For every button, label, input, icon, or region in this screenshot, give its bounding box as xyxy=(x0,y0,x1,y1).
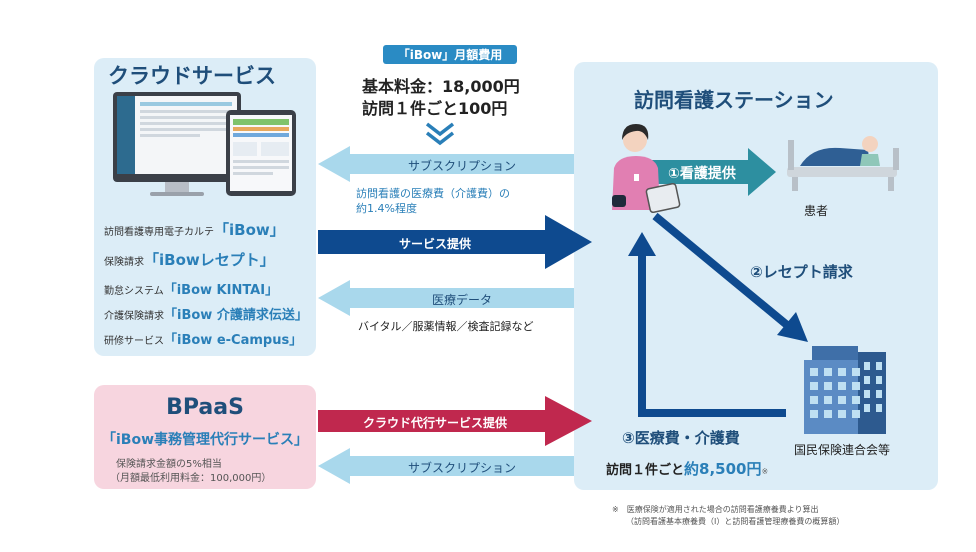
step3-label: ③医療費・介護費 xyxy=(622,429,740,447)
medical-data-note: バイタル／服薬情報／検査記録など xyxy=(358,320,534,333)
subscription-label: サブスクリプション xyxy=(407,159,516,173)
step3-amount: 約8,500円 xyxy=(684,460,762,478)
step3-amount-row: 訪問１件ごと 約8,500円 ※ xyxy=(606,458,768,479)
step3-footnote-mark: ※ xyxy=(761,467,769,476)
patient-bed-icon xyxy=(787,136,899,191)
patient-label: 患者 xyxy=(804,204,829,218)
cloud-proxy-label: クラウド代行サービス提供 xyxy=(362,416,507,430)
service-item-ibow: 訪問看護専用電子カルテ 「iBow」 xyxy=(104,219,285,240)
station-title: 訪問看護ステーション xyxy=(634,88,834,112)
service-desc: 保険請求 xyxy=(104,257,144,268)
subscription-note-line2: 約1.4%程度 xyxy=(356,202,417,215)
service-name: 「iBow」 xyxy=(214,221,285,239)
receipt-claim-arrow xyxy=(652,212,808,342)
subscription-note-line1: 訪問看護の医療費（介護費）の xyxy=(356,187,510,200)
cloud-service-title: クラウドサービス xyxy=(108,64,276,88)
medical-data-arrow xyxy=(318,280,574,316)
footnote-line1: ※ 医療保険が適用された場合の訪問看護療養費より算出 xyxy=(612,505,819,514)
medical-data-label: 医療データ xyxy=(431,293,492,307)
bpaas-fee-line1: 保険請求金額の5%相当 xyxy=(116,459,222,470)
payment-return-arrow xyxy=(628,232,786,417)
building-icon xyxy=(804,346,886,434)
fee-badge-bg xyxy=(383,45,517,64)
cloud-proxy-arrow xyxy=(318,396,592,446)
service-item-ibow-kintai: 勤怠システム 「iBow KINTAI」 xyxy=(104,279,278,298)
subscription2-label: サブスクリプション xyxy=(407,461,516,475)
service-name: 「iBow KINTAI」 xyxy=(163,283,279,298)
service-provision-arrow xyxy=(318,215,592,269)
service-item-ibow-ecampus: 研修サービス 「iBow e-Campus」 xyxy=(104,329,302,348)
bpaas-service-name: 「iBow事務管理代行サービス」 xyxy=(101,432,309,448)
service-name: 「iBow 介護請求伝送」 xyxy=(164,308,308,323)
fee-badge: 「iBow」月額費用 xyxy=(397,48,503,62)
step3-amount-prefix: 訪問１件ごと xyxy=(606,463,685,478)
service-desc: 介護保険請求 xyxy=(104,311,164,322)
service-desc: 勤怠システム xyxy=(104,286,164,297)
footnote-line2: （訪問看護基本療養費（Ⅰ）と訪問看護管理療養費の概算額） xyxy=(626,517,845,526)
double-chevron-down-icon xyxy=(425,122,455,146)
fee-base: 基本料金：18,000円 xyxy=(362,77,520,96)
tablet-illustration xyxy=(226,110,296,196)
bpaas-panel xyxy=(94,385,316,489)
service-desc: 研修サービス xyxy=(104,336,164,347)
monitor-illustration xyxy=(113,92,241,196)
step2-label: ②レセプト請求 xyxy=(750,263,853,281)
nursing-care-arrow xyxy=(648,148,776,196)
service-item-ibow-care-billing: 介護保険請求 「iBow 介護請求伝送」 xyxy=(104,304,308,323)
step1-label: ①看護提供 xyxy=(668,166,736,182)
service-provision-label: サービス提供 xyxy=(398,237,471,251)
service-name: 「iBowレセプト」 xyxy=(144,251,275,269)
bpaas-fee-line2: （月額最低利用料金：100,000円） xyxy=(110,473,272,484)
service-name: 「iBow e-Campus」 xyxy=(164,333,303,348)
nurse-icon xyxy=(612,124,681,214)
service-desc: 訪問看護専用電子カルテ xyxy=(104,227,214,238)
org-label: 国民保険連合会等 xyxy=(794,443,891,457)
service-item-ibow-receipt: 保険請求 「iBowレセプト」 xyxy=(104,249,275,270)
fee-per-visit: 訪問１件ごと100円 xyxy=(362,99,508,118)
subscription-arrow xyxy=(318,146,574,182)
subscription2-arrow xyxy=(318,448,574,484)
bpaas-title: BPaaS xyxy=(166,395,244,420)
